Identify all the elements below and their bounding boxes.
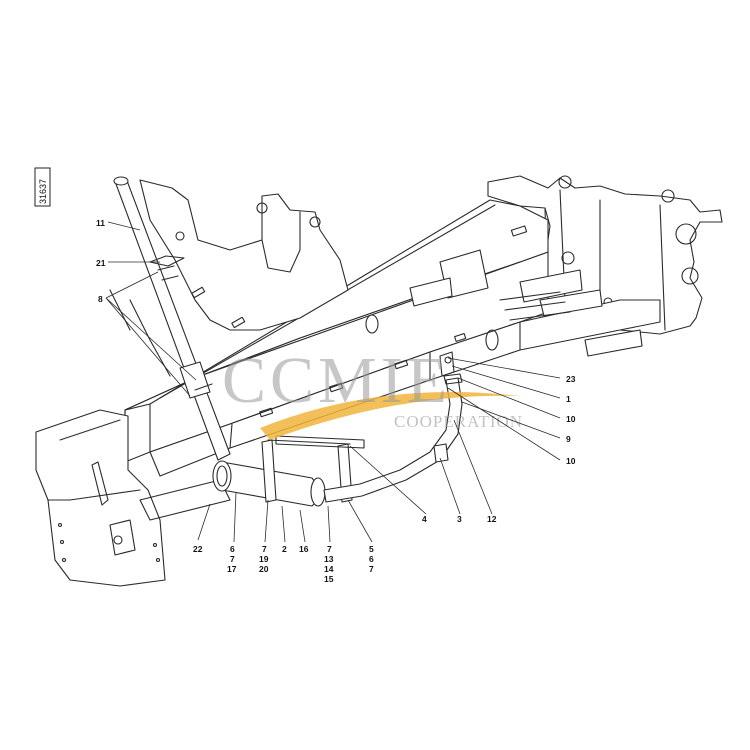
callout-6: 6 [369,554,374,564]
callout-16: 16 [299,544,309,554]
exhaust-pipe-assembly [113,176,463,507]
figure-id-label: 31637 [38,179,48,204]
watermark: CCMIE COOPERATION [222,344,523,440]
callout-14: 14 [324,564,334,574]
callout-6: 6 [230,544,235,554]
callout-7: 7 [327,544,332,554]
figure-reference-box: 31637 [34,167,51,207]
callout-10-upper: 10 [566,414,576,424]
callout-13: 13 [324,554,334,564]
callout-7: 7 [262,544,267,554]
callout-7: 7 [369,564,374,574]
callout-7: 7 [230,554,235,564]
watermark-main-text: CCMIE [222,344,451,417]
callout-11: 11 [96,218,105,228]
callout-10-lower: 10 [566,456,576,466]
callout-9: 9 [566,434,571,444]
callout-19: 19 [259,554,269,564]
callout-17: 17 [227,564,237,574]
callout-2: 2 [282,544,287,554]
callout-15: 15 [324,574,334,584]
callout-3: 3 [457,514,462,524]
callout-labels: 11 21 8 23 1 10 9 10 4 3 12 22 6 7 17 7 … [96,218,576,584]
callout-23: 23 [566,374,576,384]
callout-leaders [105,221,561,543]
callout-12: 12 [487,514,497,524]
machine-frame [35,175,723,587]
watermark-sub-text: COOPERATION [394,412,523,431]
callout-1: 1 [566,394,571,404]
callout-20: 20 [259,564,269,574]
callout-4: 4 [422,514,427,524]
callout-5: 5 [369,544,374,554]
callout-22: 22 [193,544,203,554]
watermark-swoosh [260,392,520,440]
callout-8: 8 [98,294,103,304]
callout-21: 21 [96,258,106,268]
